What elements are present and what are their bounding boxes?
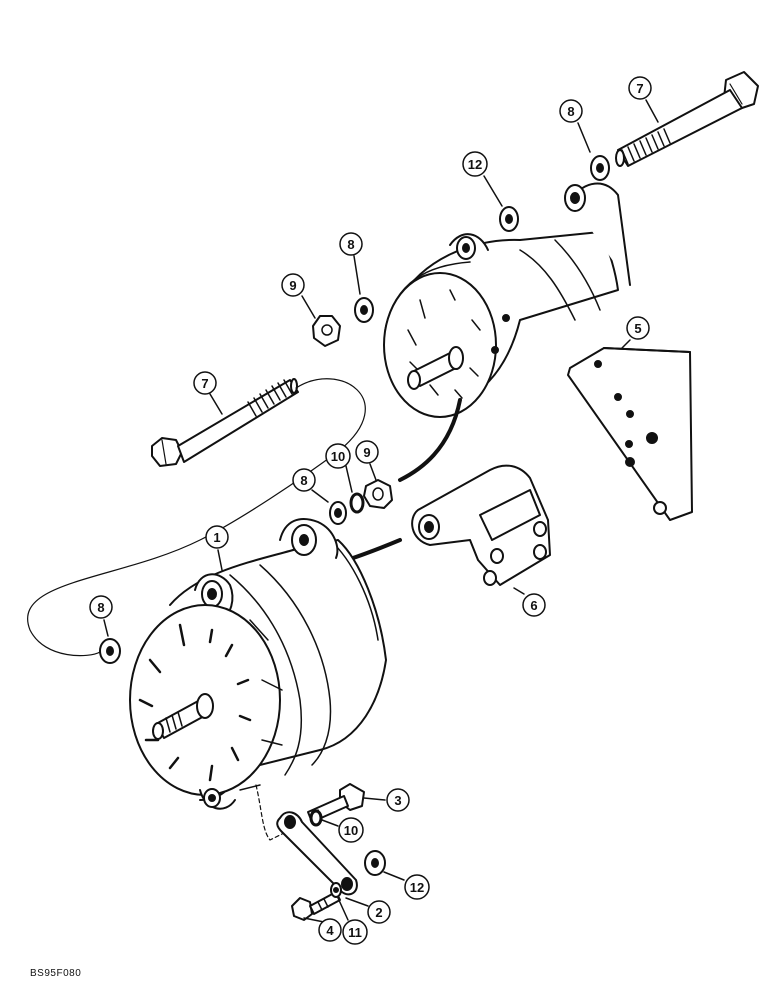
callout-3-label: 3 — [394, 793, 401, 808]
callout-9-mid-label: 9 — [363, 445, 370, 460]
callout-7-upper-label: 7 — [636, 81, 643, 96]
callout-9-upper-label: 9 — [289, 278, 296, 293]
washer-upper-right — [590, 155, 610, 181]
washer-mid — [329, 501, 347, 525]
callout-5-label: 5 — [634, 321, 641, 336]
alignment-arc — [398, 398, 462, 482]
washer-lower — [364, 850, 386, 876]
callout-8-left: 8 — [89, 595, 113, 637]
callout-8-upper-right: 8 — [559, 99, 591, 153]
callout-3: 3 — [363, 788, 410, 812]
callout-6-label: 6 — [530, 598, 537, 613]
callout-7-lower-label: 7 — [201, 376, 208, 391]
upper-alternator-outline — [383, 182, 631, 418]
lockwasher-mid — [349, 492, 365, 514]
callout-5: 5 — [621, 316, 650, 349]
callout-10-mid-label: 10 — [331, 449, 345, 464]
callout-1-label: 1 — [213, 530, 220, 545]
strap-connection-line — [255, 784, 291, 841]
washer-upper-mid — [499, 206, 519, 232]
bolt-insertion-path — [27, 378, 366, 657]
adjusting-strap — [276, 811, 358, 896]
callout-7-upper: 7 — [628, 76, 659, 123]
callout-12-upper-label: 12 — [468, 157, 482, 172]
callout-9-upper: 9 — [281, 273, 316, 319]
callout-8-upper-left: 8 — [339, 232, 363, 295]
lockwasher-lower — [309, 809, 323, 827]
lower-long-bolt — [151, 378, 299, 467]
callout-8-mid-label: 8 — [300, 473, 307, 488]
callout-2: 2 — [345, 897, 391, 924]
washer-small — [330, 882, 342, 898]
callout-9-mid: 9 — [355, 440, 379, 481]
callout-8-upper-right-label: 8 — [567, 104, 574, 119]
callout-10-lower: 10 — [321, 817, 364, 843]
callout-11-label: 11 — [348, 925, 362, 940]
callout-4: 4 — [303, 917, 342, 942]
mounting-plate — [567, 347, 693, 521]
callout-12-upper: 12 — [462, 151, 503, 207]
callout-6: 6 — [513, 587, 546, 617]
callout-12-lower: 12 — [383, 871, 430, 900]
washer-upper-left — [354, 297, 374, 323]
callout-4-label: 4 — [326, 923, 334, 938]
callout-8-mid: 8 — [292, 468, 329, 503]
callout-1: 1 — [205, 525, 229, 571]
callout-10-lower-label: 10 — [344, 823, 358, 838]
callout-12-lower-label: 12 — [410, 880, 424, 895]
small-bolt — [291, 891, 341, 921]
upper-long-bolt — [615, 71, 759, 167]
nut-mid — [363, 479, 393, 509]
figure-id: BS95F080 — [30, 968, 82, 979]
main-alternator — [129, 518, 387, 810]
nut-upper — [312, 315, 341, 347]
callout-2-label: 2 — [375, 905, 382, 920]
callout-10-mid: 10 — [325, 443, 353, 493]
washer-left — [99, 638, 121, 664]
alternator-bracket — [411, 464, 551, 586]
callout-7-lower: 7 — [193, 371, 223, 415]
callout-11: 11 — [337, 897, 368, 945]
callout-8-left-label: 8 — [97, 600, 104, 615]
callout-8-upper-left-label: 8 — [347, 237, 354, 252]
